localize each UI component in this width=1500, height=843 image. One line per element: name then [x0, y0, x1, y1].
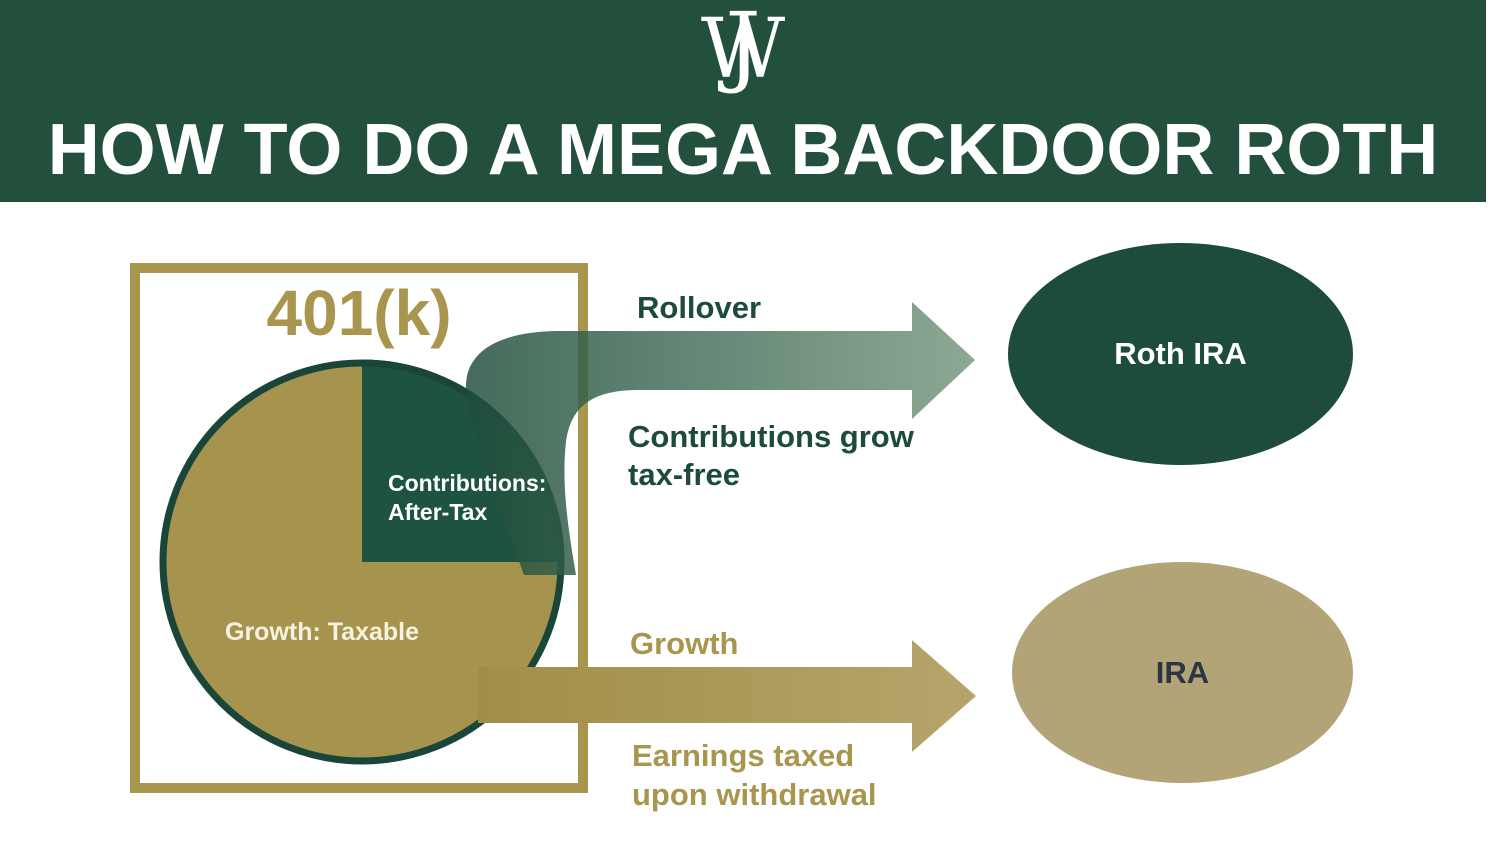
rollover-arrow	[465, 302, 975, 575]
rollover-sublabel: Contributions grow tax-free	[628, 419, 914, 492]
growth-arrow	[478, 640, 976, 752]
roth-ira-ellipse: Roth IRA	[1008, 243, 1353, 465]
page-title: HOW TO DO A MEGA BACKDOOR ROTH	[47, 110, 1439, 190]
pie-label-growth: Growth: Taxable	[225, 618, 420, 646]
ira-ellipse: IRA	[1012, 562, 1353, 783]
rollover-label: Rollover	[637, 290, 762, 325]
ira-label: IRA	[1155, 654, 1210, 690]
401k-box	[130, 263, 588, 793]
roth-ira-label: Roth IRA	[1114, 336, 1247, 371]
401k-box-label: 401(k)	[266, 277, 452, 349]
header-band: W J HOW TO DO A MEGA BACKDOOR ROTH	[0, 0, 1486, 202]
growth-label: Growth	[630, 626, 739, 661]
growth-sublabel: Earnings taxed upon withdrawal	[632, 738, 877, 812]
pie-label-contributions: Contributions: After-Tax	[388, 470, 547, 525]
wj-logo: W J	[0, 0, 1486, 100]
logo-letter-w: W	[700, 2, 786, 97]
logo-letter-j: J	[725, 0, 761, 96]
